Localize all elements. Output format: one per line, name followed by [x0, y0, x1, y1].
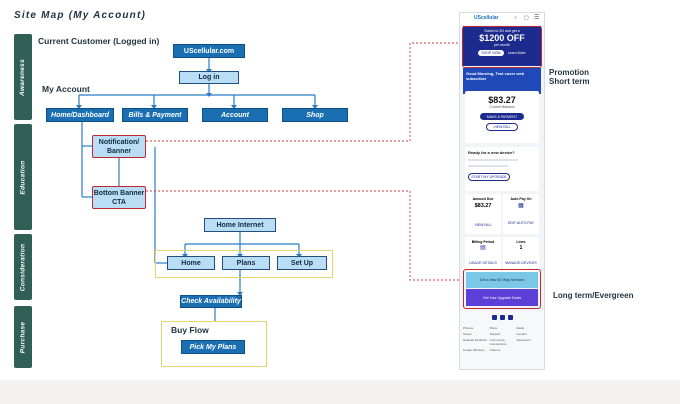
lines-card: Lines 1 MANAGE DEVICES	[503, 237, 539, 273]
phone-mockup: UScellular ○ ▢ ☰ Switch to 5G and get a …	[459, 12, 545, 370]
bottom-cta-banner-2[interactable]: Get Your Upgrade Deals	[466, 289, 538, 306]
footer-link[interactable]: Deals	[516, 326, 524, 330]
calendar-icon: ▦	[518, 203, 524, 209]
footer-link[interactable]: Community Connections	[489, 338, 507, 346]
amount-due-card: Amount Due $83.27 VIEW BILL	[465, 194, 501, 234]
promo-highlight	[462, 26, 542, 68]
balance-label: Current Balance	[489, 105, 515, 109]
balance-amount: $83.27	[488, 95, 516, 105]
my-account-label: My Account	[42, 84, 90, 94]
promo-amount: $1200 OFF	[479, 33, 525, 43]
start-upgrade-button[interactable]: START MY UPGRADE	[468, 173, 510, 181]
search-icon[interactable]: ○	[514, 15, 518, 21]
footer-link[interactable]: Stores	[463, 332, 472, 336]
stage-purchase: Purchase	[14, 306, 32, 368]
usage-details-link[interactable]: USAGE DETAILS	[469, 261, 497, 265]
promotion-label: Promotion	[549, 68, 589, 77]
bottom-cta-banner-1[interactable]: Get a New 5G Way Services	[466, 272, 538, 288]
phone-logo: UScellular	[474, 15, 499, 21]
greeting-text: Good Morning, Test cover web subscriber	[466, 71, 525, 81]
view-bill-button[interactable]: VIEW BILL	[486, 123, 518, 131]
footer-link[interactable]: Locate Wireless	[463, 348, 485, 352]
amount-due-value: $83.27	[474, 203, 492, 209]
node-uscellular[interactable]: UScellular.com	[173, 44, 245, 58]
make-payment-button[interactable]: MAKE A PAYMENT	[480, 113, 524, 120]
greeting-panel: Good Morning, Test cover web subscriber	[463, 68, 541, 94]
current-customer-label: Current Customer (Logged in)	[38, 36, 160, 46]
promo-banner[interactable]: Switch to 5G and get a $1200 OFF per mon…	[463, 26, 541, 66]
buy-flow-label: Buy Flow	[171, 325, 209, 335]
node-bottom-banner-cta[interactable]: Bottom Banner CTA	[92, 186, 146, 209]
upgrade-heading: Ready for a new device?	[468, 150, 515, 155]
node-home-dashboard[interactable]: Home/Dashboard	[46, 108, 114, 122]
cart-icon[interactable]: ▢	[524, 15, 529, 21]
promo-sub: per month	[494, 43, 510, 47]
manage-devices-link[interactable]: MANAGE DEVICES	[505, 261, 537, 265]
bottom-banner-highlight	[463, 269, 541, 309]
promo-shop-button[interactable]: SHOP NOW	[478, 50, 504, 56]
footer-link[interactable]: Contact	[516, 332, 527, 336]
twitter-icon[interactable]	[499, 315, 505, 320]
node-login[interactable]: Log in	[179, 71, 239, 84]
footer-link[interactable]: Support	[489, 332, 501, 336]
short-term-label: Short term	[549, 77, 590, 86]
stage-consideration: Consideration	[14, 234, 32, 300]
menu-icon[interactable]: ☰	[534, 15, 540, 21]
auto-pay-card: Auto Pay On ▦ EDIT AUTO PAY	[503, 194, 539, 234]
edit-autopay-link[interactable]: EDIT AUTO PAY	[508, 221, 534, 225]
phone-header: UScellular ○ ▢ ☰	[460, 13, 544, 25]
lines-count: 1	[519, 245, 523, 251]
amount-due-label: Amount Due	[472, 197, 494, 201]
view-bill-link[interactable]: VIEW BILL	[474, 223, 492, 227]
chart-icon: ▤	[480, 245, 486, 251]
billing-period-card: Billing Period ▤ USAGE DETAILS	[465, 237, 501, 273]
page-title: Site Map (My Account)	[14, 10, 147, 21]
footer-band	[0, 380, 680, 404]
node-notification-banner[interactable]: Notification/ Banner	[92, 135, 146, 158]
home-internet-group	[155, 250, 333, 278]
upgrade-card: Ready for a new device? START MY UPGRADE	[465, 147, 539, 191]
footer-link[interactable]: Newsroom	[516, 338, 531, 342]
phone-footer: Phones Plans Deals Stores Support Contac…	[460, 311, 544, 369]
node-bills-payment[interactable]: Bills & Payment	[122, 108, 188, 122]
node-pick-my-plans[interactable]: Pick My Plans	[181, 340, 245, 354]
instagram-icon[interactable]	[507, 315, 513, 320]
node-shop[interactable]: Shop	[282, 108, 348, 122]
node-check-availability[interactable]: Check Availability	[180, 295, 242, 308]
node-home[interactable]: Home	[167, 256, 215, 270]
stage-awareness: Awareness	[14, 34, 32, 120]
promo-small-text: Switch to 5G and get a	[484, 29, 520, 33]
stage-education: Education	[14, 124, 32, 230]
footer-link[interactable]: Phones	[463, 326, 474, 330]
footer-link[interactable]: Careers	[489, 348, 501, 352]
footer-link[interactable]: Plans	[489, 326, 498, 330]
lines-label: Lines	[516, 240, 526, 244]
footer-link[interactable]: Network Evolution	[463, 338, 488, 342]
node-set-up[interactable]: Set Up	[277, 256, 327, 270]
node-home-internet[interactable]: Home Internet	[204, 218, 276, 232]
billing-period-label: Billing Period	[471, 240, 495, 244]
auto-pay-label: Auto Pay On	[510, 197, 532, 201]
balance-card: $83.27 Current Balance MAKE A PAYMENT VI…	[465, 91, 539, 143]
promo-learn-link[interactable]: Learn More	[507, 51, 526, 55]
node-account[interactable]: Account	[202, 108, 268, 122]
buy-flow-group	[161, 321, 267, 367]
long-term-label: Long term/Evergreen	[553, 291, 634, 300]
node-plans[interactable]: Plans	[222, 256, 270, 270]
facebook-icon[interactable]	[491, 315, 497, 320]
